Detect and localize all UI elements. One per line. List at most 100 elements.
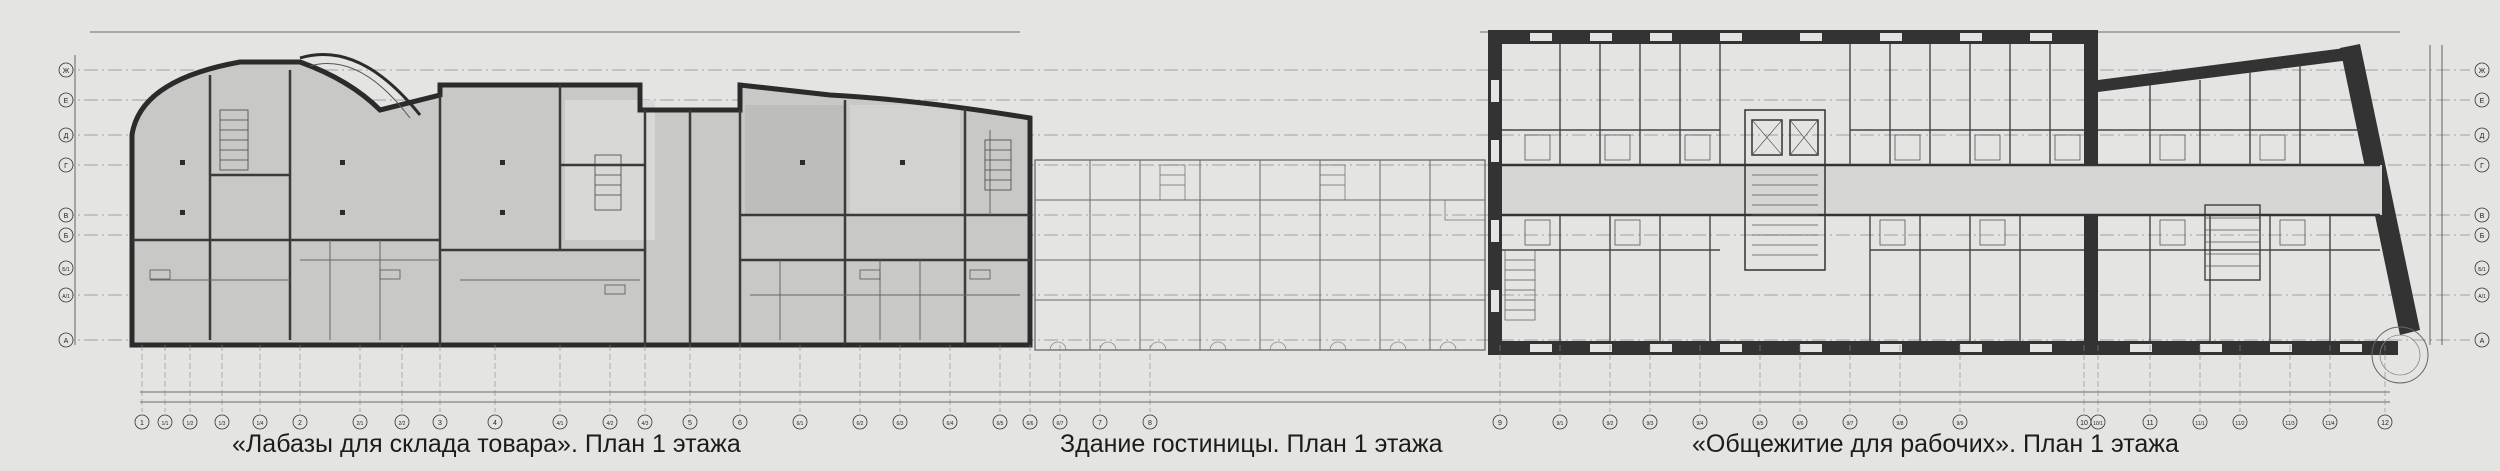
axis-label: 6/6	[1027, 421, 1034, 427]
axis-label: 1/3	[219, 421, 226, 427]
axis-bubble	[2142, 414, 2158, 430]
axis-label: 9/2	[1607, 421, 1614, 427]
axis-bubble	[292, 414, 308, 430]
axis-label-right: В	[2480, 213, 2485, 220]
axis-label: 11/2	[2235, 421, 2245, 427]
axis-label: 10/1	[2093, 421, 2103, 427]
axis-label-left: А	[64, 338, 69, 345]
caption-lobazy: «Лабазы для склада товара». План 1 этажа	[232, 430, 741, 458]
axis-label: 9/6	[1797, 421, 1804, 427]
axis-bubble	[552, 414, 568, 430]
axis-label-right: А/1	[2478, 294, 2486, 300]
axis-label: 6/7	[1057, 421, 1064, 427]
axis-label: 6/1	[797, 421, 804, 427]
axis-bubble	[2377, 414, 2393, 430]
lobazy-plan	[129, 53, 1033, 348]
axis-label-left: Ж	[63, 68, 70, 75]
caption-dorm: «Общежитие для рабочих». План 1 этажа	[1692, 430, 2179, 458]
axis-label: 1/2	[187, 421, 194, 427]
axis-bubble	[942, 414, 958, 430]
axis-label: 1/4	[257, 421, 264, 427]
axis-label: 6/4	[947, 421, 954, 427]
axis-bubble	[352, 414, 368, 430]
axis-label: 6/5	[997, 421, 1004, 427]
axis-label: 9/8	[1897, 421, 1904, 427]
horizontal-axis-lines	[60, 69, 2470, 341]
axis-bubble	[1642, 414, 1658, 430]
axis-label: 3	[438, 420, 442, 427]
axis-bubble	[852, 414, 868, 430]
axis-bubble	[892, 414, 908, 430]
axis-label-right: Б	[2480, 233, 2485, 240]
axis-bubble-left	[58, 332, 74, 348]
axis-bubble	[1552, 414, 1568, 430]
axis-bubble-right	[2474, 62, 2490, 78]
axis-bubble-right	[2474, 157, 2490, 173]
axis-bubble-left	[58, 92, 74, 108]
axis-label-right: Б/1	[2478, 267, 2486, 273]
axis-label: 9/1	[1557, 421, 1564, 427]
axis-label-right: Д	[2480, 133, 2485, 140]
axis-bubble	[1492, 414, 1508, 430]
axis-bubble	[1092, 414, 1108, 430]
axis-label-left: Б/1	[62, 267, 70, 273]
axis-bubble-left	[58, 227, 74, 243]
axis-bubble-right	[2474, 92, 2490, 108]
axis-label: 9/9	[1957, 421, 1964, 427]
axis-bubble	[2232, 414, 2248, 430]
axis-bubble-right	[2474, 207, 2490, 223]
axis-bubble	[157, 414, 173, 430]
axis-label: 11	[2146, 420, 2153, 427]
axis-label-left: Д	[64, 133, 69, 140]
axis-label: 6/3	[897, 421, 904, 427]
axis-bubble	[602, 414, 618, 430]
axis-bubble-left	[58, 127, 74, 143]
axis-bubble-right	[2474, 287, 2490, 303]
axis-label: 4/3	[642, 421, 649, 427]
axis-label-right: Е	[2480, 98, 2485, 105]
axis-bubble-left	[58, 157, 74, 173]
axis-label: 8	[1148, 420, 1152, 427]
axis-bubble-left	[58, 287, 74, 303]
axis-label: 2	[298, 420, 302, 427]
axis-label: 1/1	[162, 421, 169, 427]
axis-bubble	[2192, 414, 2208, 430]
hotel-plan	[1034, 159, 1486, 351]
axis-label: 2/2	[399, 421, 406, 427]
axis-bubble	[2090, 414, 2106, 430]
caption-hotel: Здание гостиницы. План 1 этажа	[1060, 430, 1443, 458]
axis-label-left: В	[64, 213, 69, 220]
axis-label: 7	[1098, 420, 1102, 427]
axis-label: 9/4	[1697, 421, 1704, 427]
axis-bubble	[1842, 414, 1858, 430]
axis-label: 9/3	[1647, 421, 1654, 427]
axis-label-left: А/1	[62, 294, 70, 300]
axis-label: 10	[2080, 420, 2088, 427]
axis-bubble-right	[2474, 127, 2490, 143]
dorm-plan	[1488, 30, 2429, 384]
axis-label-left: Б	[64, 233, 69, 240]
axis-label-right: А	[2480, 338, 2485, 345]
axis-bubble	[214, 414, 230, 430]
axis-bubble	[992, 414, 1008, 430]
axis-label: 12	[2381, 420, 2389, 427]
axis-bubble	[1892, 414, 1908, 430]
axis-label-left: Е	[64, 98, 69, 105]
axis-bubble-right	[2474, 332, 2490, 348]
axis-bubble	[252, 414, 268, 430]
axis-label: 9/7	[1847, 421, 1854, 427]
axis-bubble-right	[2474, 227, 2490, 243]
axis-bubble	[1022, 414, 1038, 430]
axis-bubble	[1752, 414, 1768, 430]
axis-bubble	[1792, 414, 1808, 430]
axis-bubble	[487, 414, 503, 430]
axis-bubble	[1602, 414, 1618, 430]
axis-bubble	[792, 414, 808, 430]
axis-bubble	[394, 414, 410, 430]
axis-bubble-left	[58, 207, 74, 223]
axis-bubble	[2322, 414, 2338, 430]
axis-bubble	[134, 414, 150, 430]
axis-label: 11/1	[2195, 421, 2205, 427]
